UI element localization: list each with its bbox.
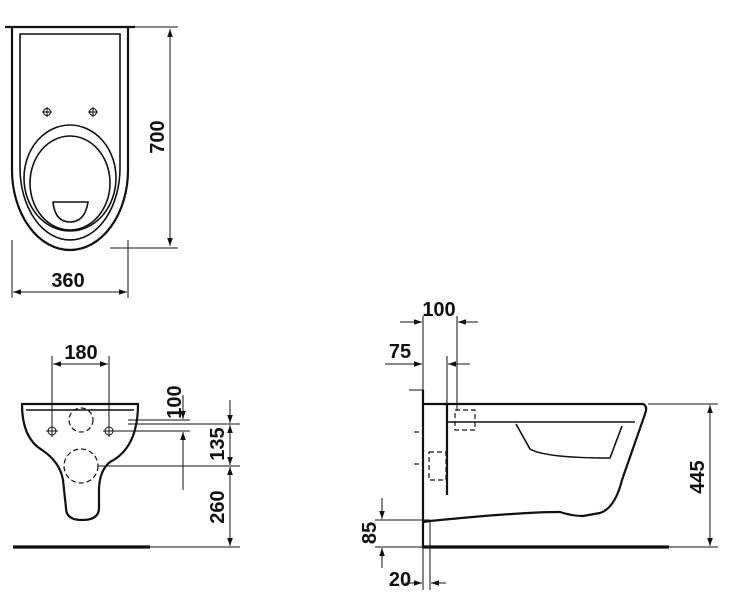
fixing-hole-left-icon [46, 425, 58, 437]
dim-label-100-side: 100 [422, 299, 455, 321]
dim-label-260: 260 [207, 490, 229, 523]
dim-label-20: 20 [389, 569, 411, 591]
dim-label-85: 85 [359, 522, 381, 544]
top-view-outline [10, 27, 130, 252]
front-view-inlet-hidden [68, 407, 94, 433]
side-view-outline [422, 402, 648, 524]
side-view: 100 75 445 85 20 [359, 299, 718, 591]
fixing-hole-right-icon [88, 107, 98, 117]
top-view-bowl-rim [23, 124, 117, 232]
front-view: 180 100 135 260 [13, 342, 240, 549]
top-view-drain [52, 201, 89, 223]
dim-label-100-front: 100 [164, 385, 186, 418]
top-view-bowl-inner [29, 135, 111, 231]
dim-label-75: 75 [389, 341, 411, 363]
fixing-hole-right-icon [103, 425, 115, 437]
side-view-inlet-hidden [454, 409, 476, 431]
dim-label-445: 445 [687, 460, 709, 493]
dim-label-700: 700 [147, 120, 169, 153]
fixing-hole-left-icon [42, 107, 52, 117]
side-view-outlet-hidden [428, 451, 447, 481]
top-view: 700 360 [5, 25, 178, 298]
dim-label-360: 360 [51, 270, 84, 292]
front-view-outlet-hidden [63, 448, 99, 484]
dim-label-135: 135 [207, 427, 229, 460]
front-view-outline [20, 402, 140, 522]
top-view-inner-outline [19, 33, 121, 241]
dim-label-180: 180 [64, 342, 97, 364]
side-view-bowl [515, 423, 623, 459]
